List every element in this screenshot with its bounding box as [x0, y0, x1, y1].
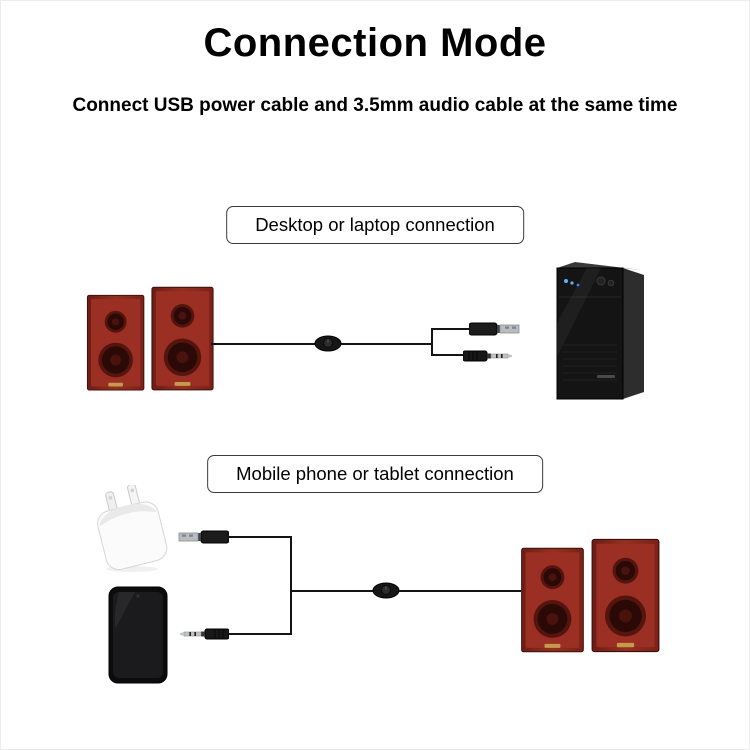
desktop-section-label-text: Desktop or laptop connection	[255, 214, 495, 235]
audio-jack-icon	[463, 350, 513, 362]
usb-plug-icon	[469, 322, 520, 336]
page-subtitle: Connect USB power cable and 3.5mm audio …	[72, 95, 678, 116]
cable-split-line	[431, 328, 433, 356]
cable-line	[211, 343, 315, 345]
volume-control-icon	[314, 335, 342, 352]
smartphone-illustration	[108, 586, 168, 684]
pc-tower-illustration	[556, 261, 645, 400]
cable-line	[399, 590, 521, 592]
cable-line	[228, 536, 291, 538]
volume-control-icon	[372, 582, 400, 599]
cable-line	[229, 633, 291, 635]
desktop-section-label: Desktop or laptop connection	[226, 206, 524, 244]
cable-line	[291, 590, 373, 592]
cable-line	[341, 343, 432, 345]
mobile-section-label-text: Mobile phone or tablet connection	[236, 463, 514, 484]
page-title: Connection Mode	[203, 21, 547, 65]
mobile-section-label: Mobile phone or tablet connection	[207, 455, 543, 493]
usb-plug-icon	[178, 530, 229, 544]
speaker-pair-illustration-top	[85, 286, 215, 392]
usb-charger-illustration	[91, 485, 171, 573]
cable-line	[432, 328, 470, 330]
cable-split-line	[290, 536, 292, 635]
audio-jack-icon	[179, 628, 229, 640]
speaker-pair-illustration-bottom	[519, 538, 661, 654]
cable-line	[432, 354, 465, 356]
